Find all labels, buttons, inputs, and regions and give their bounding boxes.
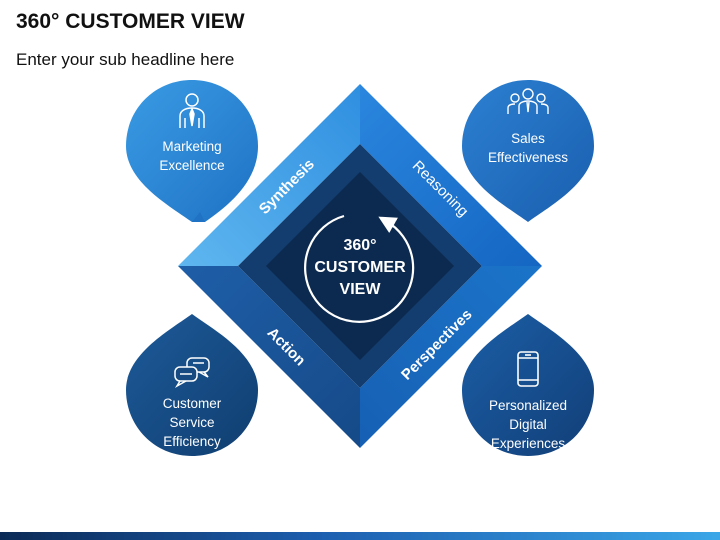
smartphone-icon xyxy=(517,351,539,387)
chat-bubbles-icon xyxy=(174,357,210,389)
businessman-icon xyxy=(179,93,205,128)
face-reasoning xyxy=(360,84,542,266)
drop-text-experiences: Experiences xyxy=(491,436,566,451)
drop-text-personalized: Personalized xyxy=(489,398,567,413)
drop-personalized-digital-experiences xyxy=(462,314,594,456)
core-diamond xyxy=(266,172,454,360)
page-subtitle: Enter your sub headline here xyxy=(16,50,235,69)
face-synthesis xyxy=(178,84,360,266)
drop-text-effectiveness: Effectiveness xyxy=(488,150,568,165)
drop-text-excellence: Excellence xyxy=(159,158,224,173)
cycle-arrow-icon xyxy=(304,214,415,323)
drop-sales-effectiveness xyxy=(462,80,594,222)
center-text-line1: 360° xyxy=(343,237,376,254)
drop-text-service: Service xyxy=(169,415,214,430)
drop-text-sales: Sales xyxy=(511,131,545,146)
drop-text-customer: Customer xyxy=(163,396,222,411)
center-text-line2: CUSTOMER xyxy=(314,259,406,276)
face-perspectives xyxy=(360,266,542,448)
face-action xyxy=(178,266,360,448)
drop-text-digital: Digital xyxy=(509,417,547,432)
team-icon xyxy=(507,88,549,114)
center-text-line3: VIEW xyxy=(340,281,382,298)
drop-text-marketing: Marketing xyxy=(162,139,221,154)
drop-text-efficiency: Efficiency xyxy=(163,434,221,449)
page-title: 360° CUSTOMER VIEW xyxy=(16,10,245,33)
bottom-accent-bar xyxy=(0,532,720,540)
drop-customer-service-efficiency xyxy=(126,314,258,456)
drop-marketing-excellence xyxy=(126,80,258,222)
